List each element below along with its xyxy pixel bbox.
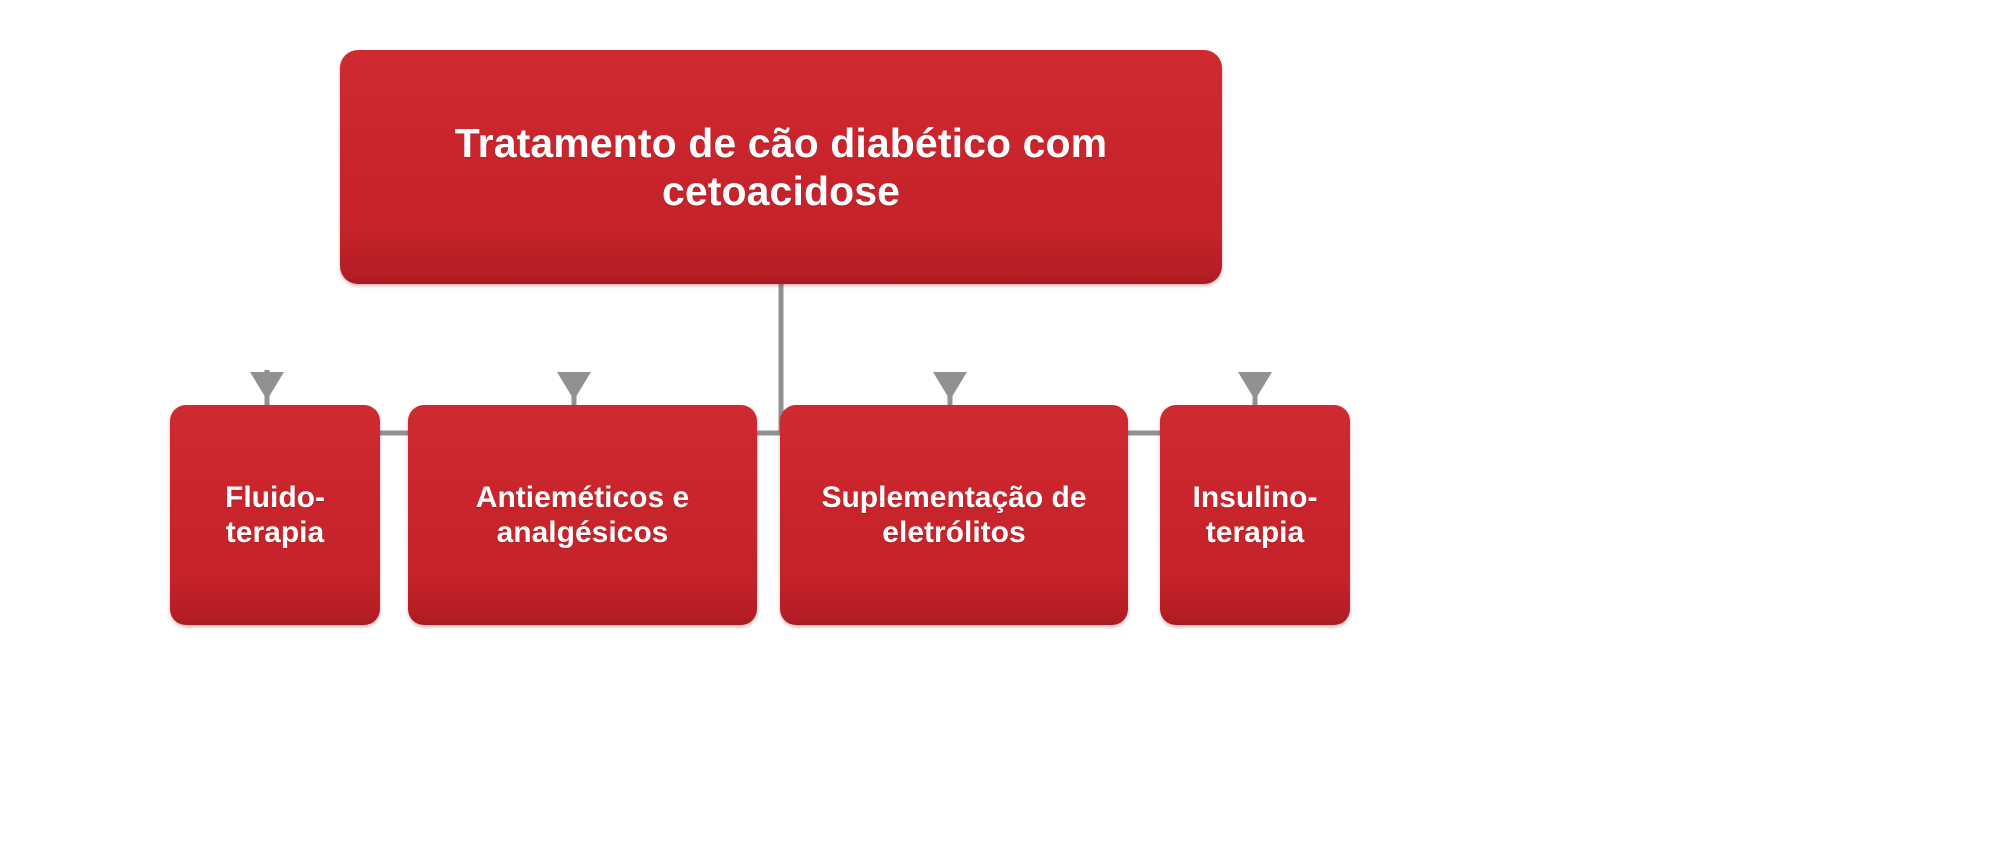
arrowhead-0 xyxy=(250,372,284,400)
child-node-fluidoterapia[interactable]: Fluido- terapia xyxy=(170,405,380,625)
child-node-suplementacao[interactable]: Suplementação de eletrólitos xyxy=(780,405,1128,625)
arrowhead-2 xyxy=(933,372,967,400)
child-node-label-0: Fluido- terapia xyxy=(225,480,325,549)
arrowhead-1 xyxy=(557,372,591,400)
root-node-label: Tratamento de cão diabético com cetoacid… xyxy=(454,119,1108,214)
child-node-antiemeticos[interactable]: Antieméticos e analgésicos xyxy=(408,405,757,625)
child-node-label-1: Antieméticos e analgésicos xyxy=(475,480,690,549)
child-node-insulinoterapia[interactable]: Insulino- terapia xyxy=(1160,405,1350,625)
child-node-label-3: Insulino- terapia xyxy=(1192,480,1318,549)
child-node-label-2: Suplementação de eletrólitos xyxy=(821,480,1087,549)
root-node-treatment[interactable]: Tratamento de cão diabético com cetoacid… xyxy=(340,50,1222,284)
arrowhead-3 xyxy=(1238,372,1272,400)
